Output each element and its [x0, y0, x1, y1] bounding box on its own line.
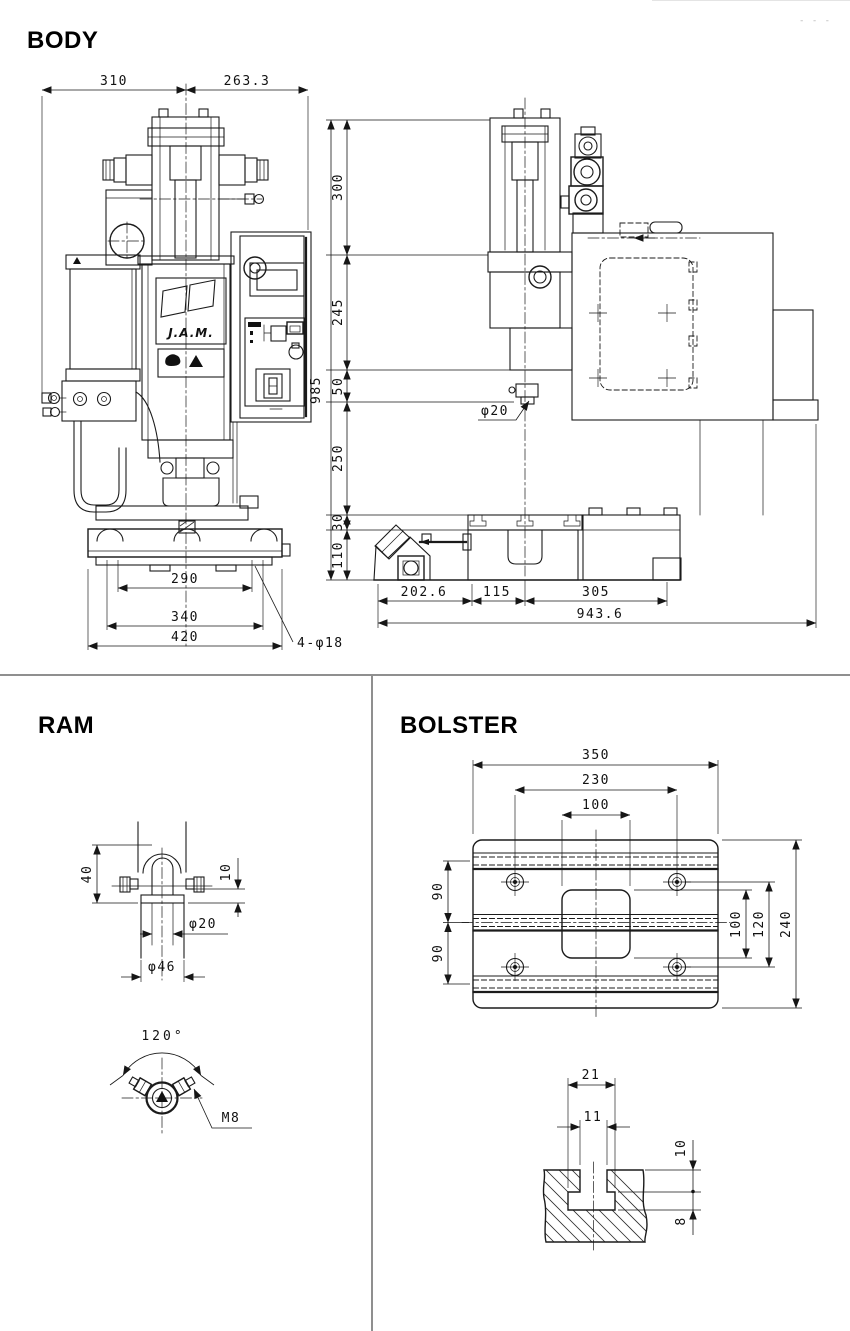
- dim-10-slot: 10: [674, 1139, 689, 1158]
- dim-100-right: 100: [729, 910, 744, 938]
- dim-50: 50: [331, 377, 346, 396]
- panel-switch-icon: [270, 325, 287, 342]
- dim-90-lower: 90: [431, 944, 446, 963]
- dim-263-3: 263.3: [224, 74, 271, 89]
- dim-4-phi18: 4-φ18: [297, 636, 344, 651]
- dim-943-6: 943.6: [577, 607, 624, 622]
- dim-10-ram: 10: [219, 863, 234, 882]
- section-heading-ram: RAM: [38, 712, 95, 739]
- dim-305: 305: [582, 585, 610, 600]
- dim-40: 40: [80, 865, 95, 884]
- dim-350: 350: [582, 748, 610, 763]
- dim-100-top: 100: [582, 798, 610, 813]
- dim-120: 120: [752, 910, 767, 938]
- dim-310: 310: [100, 74, 128, 89]
- dim-90-upper: 90: [431, 882, 446, 901]
- dim-phi20-ram: φ20: [189, 917, 217, 932]
- warning-triangle-icon: [189, 355, 203, 367]
- dim-985: 985: [309, 376, 324, 404]
- brand-logo-text: J.A.M.: [166, 326, 214, 340]
- dim-120deg: 120°: [141, 1029, 184, 1044]
- dim-21: 21: [582, 1068, 601, 1083]
- dim-m8: M8: [222, 1111, 241, 1126]
- section-divider-vertical: [371, 676, 373, 1331]
- section-heading-body: BODY: [27, 27, 99, 54]
- dim-340: 340: [171, 610, 199, 625]
- body-side-view: 985 300 245 50 250 30 110: [309, 97, 819, 628]
- bolster-bolt-holes: [501, 868, 691, 981]
- dim-110: 110: [331, 541, 346, 569]
- dim-300: 300: [331, 173, 346, 201]
- dim-phi20-body: φ20: [481, 404, 509, 419]
- dim-245: 245: [331, 298, 346, 326]
- ram-side-view: 40 10 φ20 φ46: [80, 821, 245, 982]
- hand-safety-icon: [165, 354, 181, 366]
- top-right-marks: - - -: [799, 16, 832, 26]
- panel-counter-icon: [286, 321, 304, 335]
- dim-420: 420: [171, 630, 199, 645]
- dim-11: 11: [584, 1110, 603, 1125]
- body-front-view: 310 263.3: [41, 74, 344, 651]
- dim-240: 240: [779, 910, 794, 938]
- dim-115: 115: [483, 585, 511, 600]
- bolster-tslot-detail: 21 11 10 8: [542, 1068, 701, 1251]
- dim-8: 8: [674, 1216, 689, 1225]
- dim-250: 250: [331, 444, 346, 472]
- dim-phi46: φ46: [148, 960, 176, 975]
- panel-keyswitch-icon: [288, 344, 304, 360]
- dim-202-6: 202.6: [401, 585, 448, 600]
- section-divider-horizontal: [0, 674, 850, 676]
- dim-30: 30: [331, 513, 346, 532]
- dim-290: 290: [171, 572, 199, 587]
- section-heading-bolster: BOLSTER: [400, 712, 519, 739]
- dim-230: 230: [582, 773, 610, 788]
- top-right-rule: [652, 0, 850, 1]
- panel-nameplate: [248, 322, 261, 327]
- bolster-plan-view: 350 230 100 90 90 100 120 240: [431, 748, 802, 1019]
- ram-bottom-view: 120° M8: [109, 1029, 252, 1137]
